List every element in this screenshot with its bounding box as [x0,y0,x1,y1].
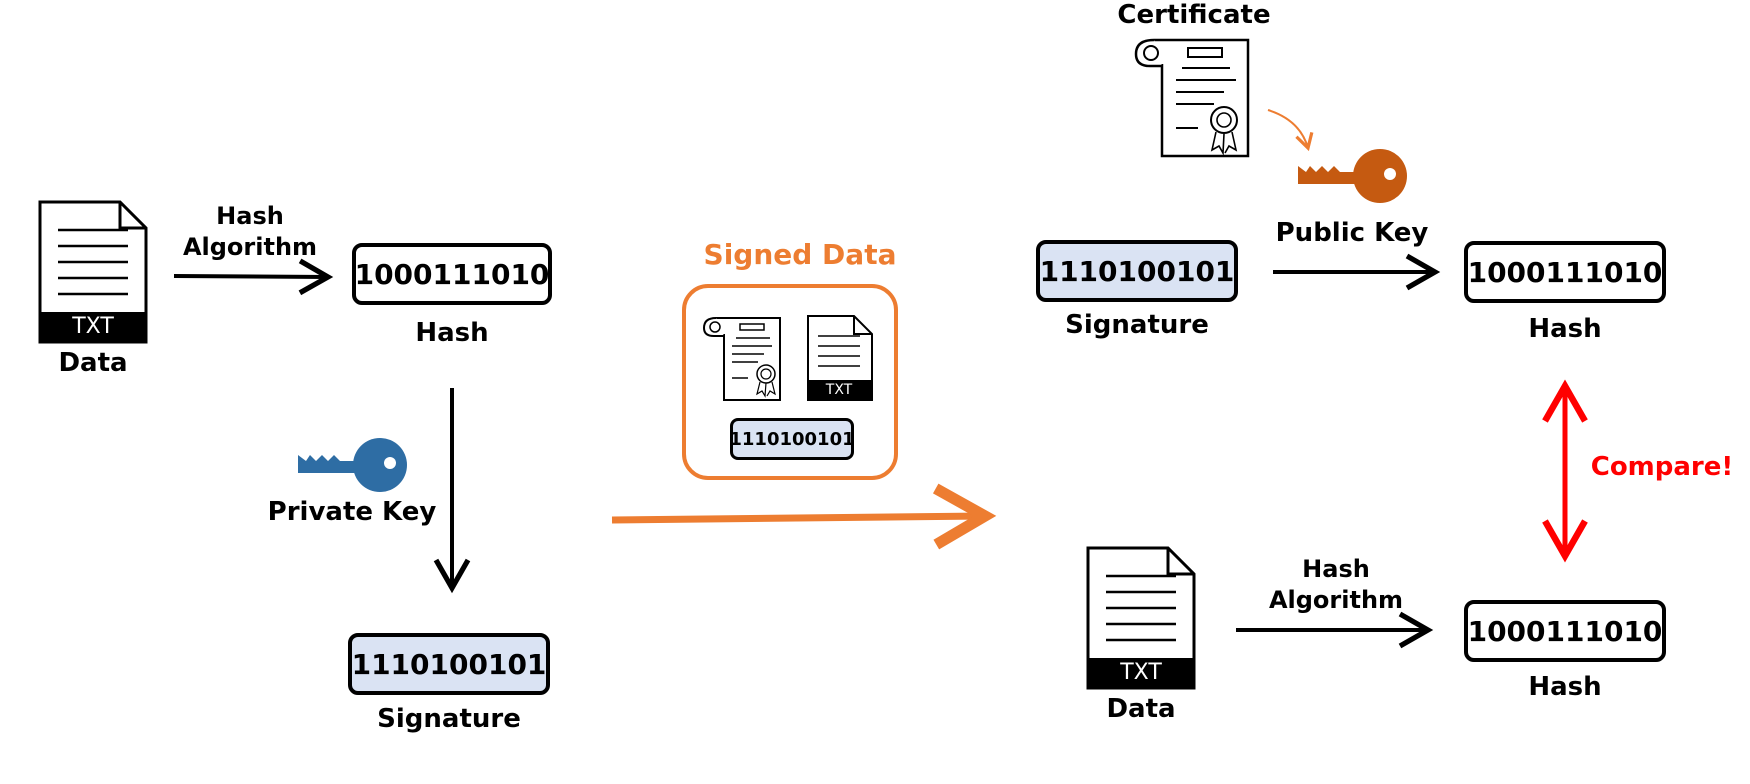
document-txt-icon-small [807,315,873,401]
certificate-label: Certificate [1117,0,1271,30]
public-key-label: Public Key [1275,218,1429,248]
hash-algorithm-label-left: Hash Algorithm [182,202,318,261]
compare-label: Compare! [1590,452,1734,482]
file-tag: TXT [72,314,114,339]
signature-box-left: 1110100101 [348,633,550,695]
hash-box-right-top: 1000111010 [1464,241,1666,303]
data-label-right: Data [1106,694,1176,724]
hash-label-right-bottom: Hash [1528,672,1602,702]
certificate-to-key-arrow [1267,109,1314,152]
file-tag-small: TXT [825,382,853,398]
hash-algorithm-arrow-left [173,258,334,296]
signed-data-title: Signed Data [703,238,897,271]
private-key-label: Private Key [267,497,437,527]
hash-box-right-bottom: 1000111010 [1464,600,1666,662]
hash-label-right-top: Hash [1528,314,1602,344]
data-label-left: Data [58,348,128,378]
private-key-icon [298,438,407,492]
transfer-arrow [611,483,997,550]
document-txt-icon [38,200,148,344]
signature-box-small: 1110100101 [729,418,855,460]
public-key-icon [1298,149,1407,203]
hash-label-left: Hash [415,318,489,348]
signature-label-left: Signature [377,704,521,734]
hash-algorithm-label-right: Hash Algorithm [1268,555,1404,614]
hash-box-left: 1000111010 [352,243,552,305]
document-txt-icon-right [1086,546,1196,690]
signature-label-right: Signature [1065,310,1209,340]
certificate-icon [1134,38,1250,158]
certificate-icon-small [702,317,781,401]
file-tag-right: TXT [1120,660,1162,685]
signature-box-right: 1110100101 [1036,240,1238,302]
